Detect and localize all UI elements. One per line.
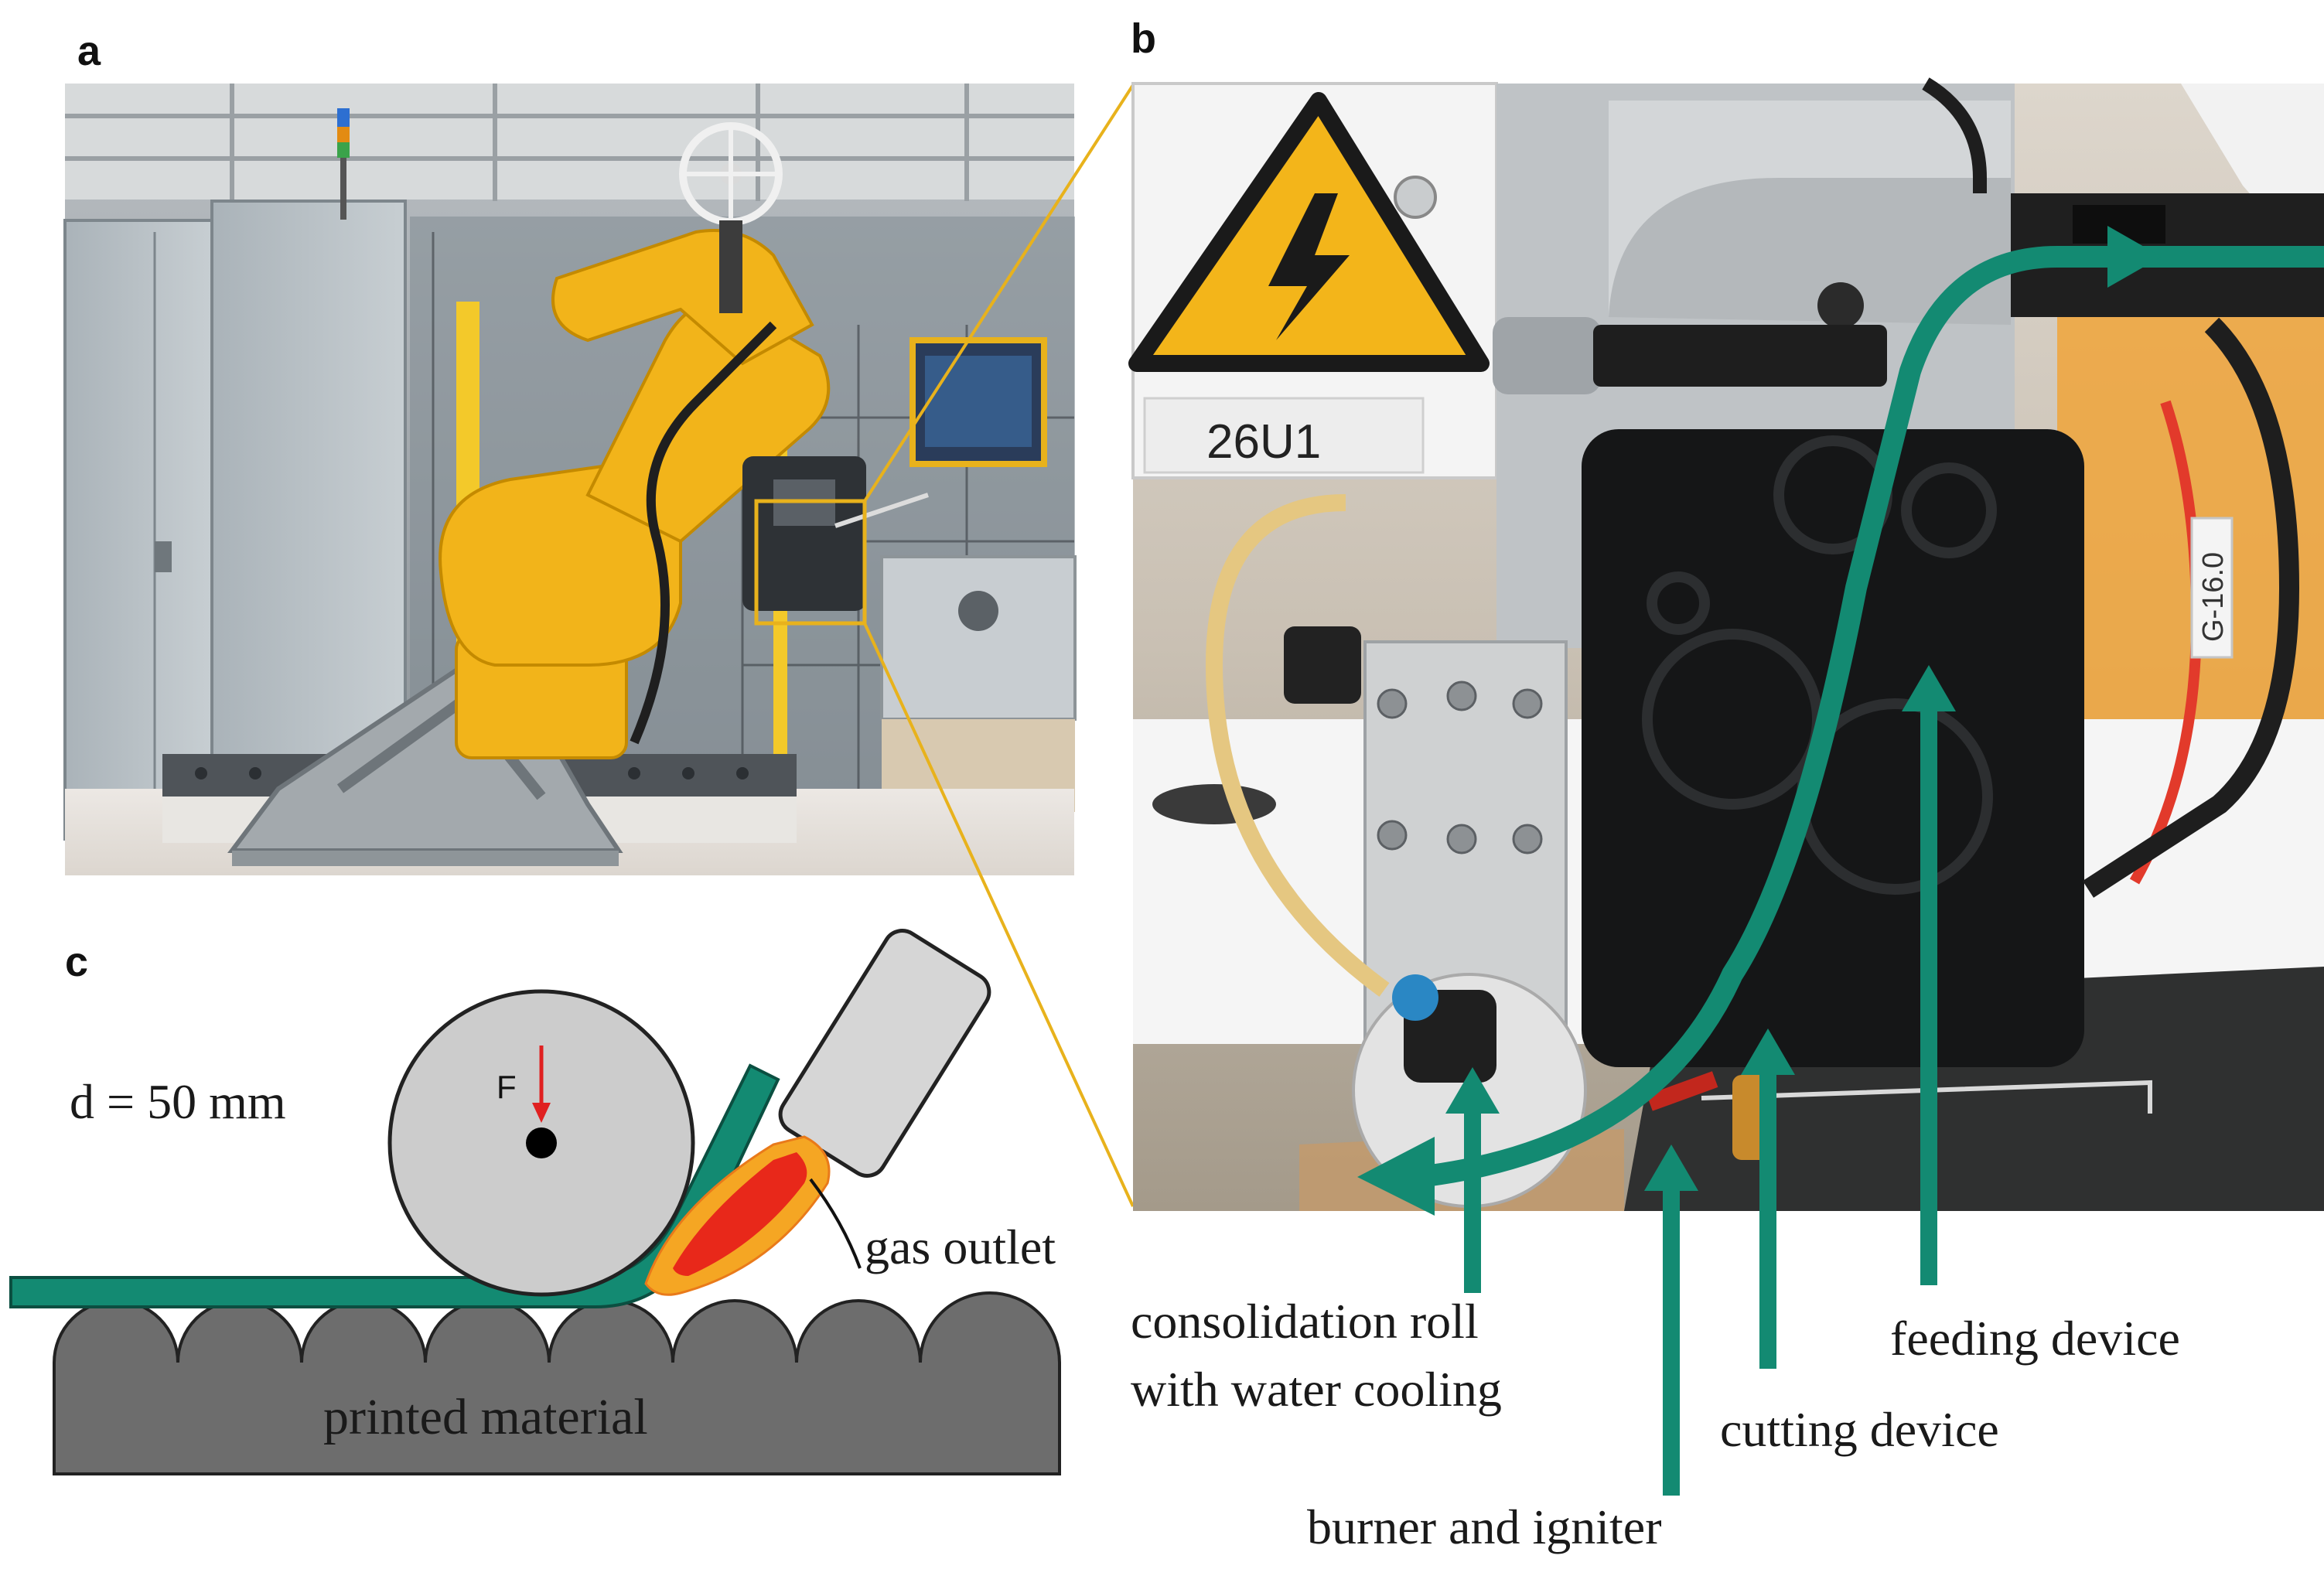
annotation-consolidation-2: with water cooling [1131,1362,1502,1417]
printed-material-label: printed material [323,1389,648,1445]
annotation-consolidation-1: consolidation roll [1131,1294,1479,1349]
tape-path-arrowhead-feed [2107,226,2162,288]
mechanism-housing [1582,429,2084,1067]
panel-label-c: c [65,939,88,985]
roll-center [526,1127,557,1158]
tape-path-arrow [1392,246,2324,1186]
panel-label-a: a [77,28,101,74]
printed-material-body [53,1291,1061,1475]
spool-wheel [679,122,783,313]
annotation-burner: burner and igniter [1307,1499,1662,1554]
zoom-highlight-box [754,499,867,626]
zoom-guide-lines [863,84,1135,1207]
cable-tag: G-16.0 [2197,552,2230,642]
panel-a-photo [63,84,1077,875]
panel-c-schematic: F [9,929,1061,1475]
annotation-cutting: cutting device [1720,1402,1999,1457]
gas-outlet-leader [809,1178,862,1269]
annotation-feeding: feeding device [1890,1311,2180,1366]
panel-b-photo: 26U1 [1128,77,2324,1216]
annotation-pointers [1445,665,1956,1496]
tape-path-arrowhead-out [1357,1137,1435,1216]
gas-outlet-label: gas outlet [865,1220,1056,1274]
diameter-label: d = 50 mm [70,1074,286,1129]
force-label: F [497,1069,517,1105]
sign-label-26u1: 26U1 [1206,415,1321,469]
panel-label-b: b [1131,15,1156,62]
